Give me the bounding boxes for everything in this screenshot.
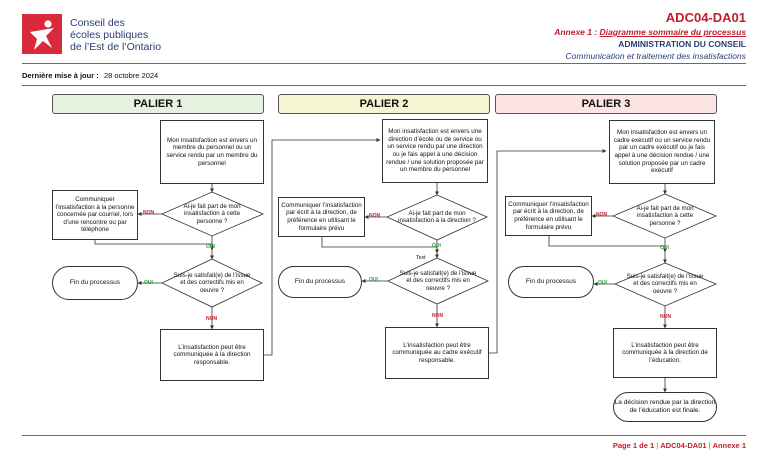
p3-final-pill: La décision rendue par la direction de l… [613, 392, 717, 422]
p1-side-action-box: Communiquer l’insatisfaction à la person… [52, 190, 138, 240]
header-rule [22, 63, 746, 64]
p2-side-action-text: Communiquer l’insatisfaction par écrit à… [281, 201, 362, 232]
p2-decision1: Ai-je fait part de mon insatisfaction à … [397, 199, 477, 235]
p2-next-box: L’insatisfaction peut être communiquée a… [385, 327, 489, 379]
p3-label-non-2: NON [660, 314, 672, 320]
p1-decision1-text: Ai-je fait part de mon insatisfaction à … [183, 202, 241, 225]
p1-line-side-d1 [94, 240, 214, 251]
p3-decision2-shape [613, 262, 718, 307]
logo-icon [22, 14, 62, 54]
footer-annexe: Annexe 1 [712, 441, 746, 450]
p2-decision1-text: Ai-je fait part de mon insatisfaction à … [398, 209, 476, 224]
p3-end-pill: Fin du processus [508, 266, 594, 298]
p3-decision1: Ai-je fait part de mon insatisfaction à … [625, 198, 705, 234]
header-right: ADC04-DA01 Annexe 1 : Diagramme sommaire… [554, 10, 746, 61]
p1-decision2: Suis-je satisfait(e) de l’issue et des c… [172, 263, 252, 303]
p2-end-text: Fin du processus [294, 278, 346, 286]
p3-final-text: La décision rendue par la direction de l… [614, 399, 716, 414]
p2-label-non-1: NON [369, 213, 381, 219]
p1-end-pill: Fin du processus [52, 266, 138, 300]
p3-side-action-text: Communiquer l’insatisfaction par écrit à… [508, 200, 589, 231]
p2-text-tag: Text [416, 255, 426, 261]
p2-decision2-shape [387, 257, 489, 305]
palier-3-title: PALIER 3 [581, 98, 631, 110]
palier-1-title: PALIER 1 [133, 98, 183, 110]
administration-label: ADMINISTRATION DU CONSEIL [618, 39, 746, 49]
org-line-2: écoles publiques [70, 29, 149, 41]
p1-label-oui-1: OUI [206, 244, 215, 250]
p1-decision1-shape [161, 191, 265, 237]
p3-decision2-text: Suis-je satisfait(e) de l’issue et des c… [626, 272, 704, 295]
doc-code: ADC04-DA01 [665, 10, 746, 25]
sub-header-rule [22, 85, 746, 86]
palier-2-header: PALIER 2 [278, 94, 490, 114]
p1-start-text: Mon insatisfaction est envers un membre … [166, 136, 258, 167]
footer-sep-2: | [706, 441, 713, 450]
palier-2-title: PALIER 2 [359, 98, 409, 110]
p1-side-action-text: Communiquer l’insatisfaction à la person… [55, 196, 135, 234]
footer-rule [22, 435, 746, 436]
footer-code: ADC04-DA01 [660, 441, 707, 450]
p1-label-non-2: NON [206, 316, 218, 322]
palier-3-header: PALIER 3 [495, 94, 717, 114]
p1-label-non-1: NON [143, 210, 155, 216]
p1-decision2-shape [161, 258, 263, 308]
p3-line-side-d1 [548, 236, 667, 253]
logo-figure-icon [22, 14, 62, 54]
p2-next-text: L’insatisfaction peut être communiquée a… [392, 341, 482, 364]
p2-line-side-d1 [321, 237, 439, 254]
annexe-name: Diagramme sommaire du processus [599, 27, 746, 37]
p2-start-text: Mon insatisfaction est envers une direct… [386, 128, 484, 174]
p2-label-oui-1: OUI [432, 243, 441, 249]
p2-side-action-box: Communiquer l’insatisfaction par écrit à… [278, 197, 365, 237]
p1-decision1: Ai-je fait part de mon insatisfaction à … [172, 196, 252, 232]
p3-decision1-shape [611, 193, 718, 239]
p2-decision2-text: Suis-je satisfait(e) de l’issue et des c… [399, 269, 477, 292]
org-line-3: de l’Est de l’Ontario [70, 41, 162, 53]
org-name: Conseil des écoles publiques de l’Est de… [70, 17, 161, 53]
update-date: 28 octobre 2024 [104, 71, 159, 80]
p3-end-text: Fin du processus [525, 278, 577, 286]
footer-page: Page 1 de 1 [612, 441, 655, 450]
p3-label-oui-2: OUI [598, 280, 607, 286]
footer-sep-1: | [654, 441, 661, 450]
update-label: Dernière mise à jour : [22, 71, 99, 80]
p1-decision2-text: Suis-je satisfait(e) de l’issue et des c… [173, 271, 251, 294]
p2-end-pill: Fin du processus [278, 266, 362, 298]
p1-label-oui-2: OUI [144, 280, 153, 286]
p3-start-text: Mon insatisfaction est envers un cadre e… [613, 129, 711, 175]
p1-next-box: L’insatisfaction peut être communiquée à… [160, 329, 264, 381]
p2-decision2: Suis-je satisfait(e) de l’issue et des c… [398, 262, 478, 300]
p3-start-box: Mon insatisfaction est envers un cadre e… [609, 120, 715, 184]
p2-start-box: Mon insatisfaction est envers une direct… [382, 119, 488, 183]
p3-next-box: L’insatisfaction peut être communiquée à… [613, 328, 717, 378]
p1-to-p2 [264, 138, 381, 356]
annexe-prefix: Annexe 1 : [554, 27, 600, 37]
p2-decision1-shape [386, 194, 488, 241]
p3-label-oui-1: OUI [660, 245, 669, 251]
p2-to-p3 [489, 149, 607, 354]
org-line-1: Conseil des [70, 17, 125, 29]
footer: Page 1 de 1 | ADC04-DA01 | Annexe 1 [613, 441, 746, 450]
p1-next-text: L’insatisfaction peut être communiquée à… [173, 343, 251, 366]
p3-decision2: Suis-je satisfait(e) de l’issue et des c… [625, 266, 705, 302]
p3-label-non-1: NON [596, 212, 608, 218]
p1-start-box: Mon insatisfaction est envers un membre … [160, 120, 264, 184]
palier-1-header: PALIER 1 [52, 94, 264, 114]
p3-next-text: L’insatisfaction peut être communiquée à… [622, 341, 708, 364]
p2-label-oui-2: OUI [369, 277, 378, 283]
p3-side-action-box: Communiquer l’insatisfaction par écrit à… [505, 196, 592, 236]
p1-end-text: Fin du processus [69, 279, 121, 287]
p3-decision1-text: Ai-je fait part de mon insatisfaction à … [636, 204, 694, 227]
p2-label-non-2: NON [432, 313, 444, 319]
subject-label: Communication et traitement des insatisf… [565, 51, 746, 61]
annexe-title: Annexe 1 : Diagramme sommaire du process… [554, 27, 746, 37]
